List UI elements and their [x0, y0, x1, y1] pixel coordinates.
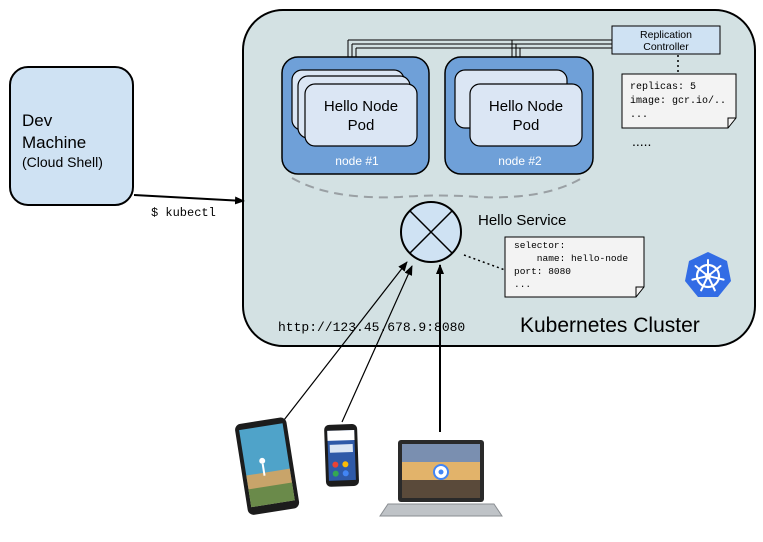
hello-service-label: Hello Service	[478, 212, 566, 229]
replication-controller-box	[611, 25, 721, 55]
node-1-label: node #1	[335, 154, 379, 168]
service-selector-curve	[291, 177, 583, 199]
kubernetes-cluster-label: Kubernetes Cluster	[520, 314, 700, 337]
dev-machine: Dev Machine (Cloud Shell)	[9, 66, 134, 206]
service-dotted-link	[463, 254, 506, 271]
replication-config-line3: ...	[630, 110, 648, 121]
replication-controller-line1: Replication	[640, 29, 692, 41]
replication-controller: Replication Controller replicas: 5 image…	[611, 25, 737, 149]
replication-config-note	[621, 73, 737, 129]
node-2: Hello Node Pod node #2	[444, 56, 594, 175]
pod-box	[469, 83, 583, 147]
pod-label-line2: Pod	[513, 117, 540, 134]
pod-label-line1: Hello Node	[324, 98, 398, 115]
pod-label-line1: Hello Node	[489, 98, 563, 115]
node-2-label: node #2	[498, 154, 542, 168]
dev-machine-title-line2: Machine	[22, 133, 86, 152]
tablet-to-service-arrow	[283, 261, 408, 421]
tablet-icon	[235, 417, 300, 515]
service-config-line2: name: hello-node	[514, 253, 628, 264]
replication-controller-line2: Controller	[643, 41, 689, 53]
service-config-line1: selector:	[514, 240, 565, 251]
replication-config-line2: image: gcr.io/..	[630, 95, 726, 107]
kubernetes-logo-icon	[685, 252, 731, 297]
dev-machine-title-line1: Dev	[22, 111, 53, 130]
service-config-line3: port: 8080	[514, 266, 571, 277]
node-1: Hello Node Pod node #1	[281, 56, 430, 175]
phone-to-service-arrow	[341, 265, 413, 423]
dev-machine-subtitle: (Cloud Shell)	[22, 154, 103, 170]
service-config-line4: ...	[514, 279, 531, 290]
hello-service: Hello Service selector: name: hello-node…	[400, 201, 645, 298]
pod-label-line2: Pod	[348, 117, 375, 134]
pod-box	[304, 83, 418, 147]
cluster-url-label: http://123.45.678.9:8080	[278, 320, 465, 335]
phone-icon	[324, 424, 359, 487]
service-config-note	[504, 236, 645, 298]
laptop-icon	[379, 440, 503, 517]
kubectl-label: $ kubectl	[151, 206, 216, 220]
kubectl-arrow	[133, 194, 245, 205]
replication-config-line1: replicas: 5	[630, 81, 696, 93]
dev-machine-box	[9, 66, 134, 206]
replication-more-dots: .....	[632, 133, 651, 149]
